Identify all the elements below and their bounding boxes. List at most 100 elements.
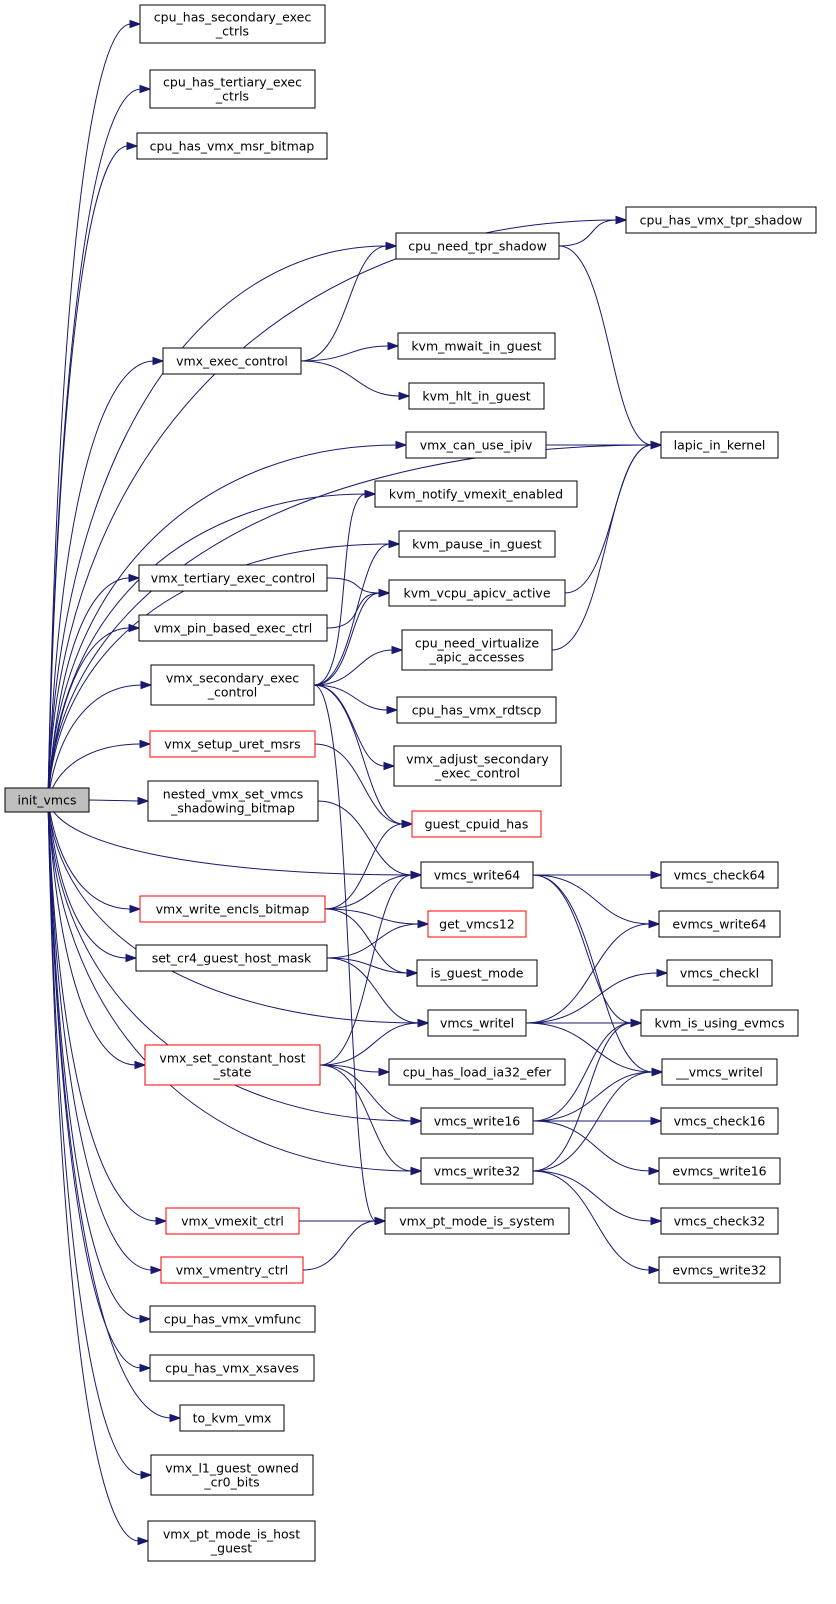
node-box[interactable]: [420, 1107, 534, 1135]
node-cpu-has-vmx-rdtscp[interactable]: cpu_has_vmx_rdtscp: [396, 696, 557, 724]
node-vmcs-writel[interactable]: vmcs_writel: [427, 1009, 527, 1037]
node-box[interactable]: [397, 332, 556, 360]
node-vmx-pt-mode-is-host-guest[interactable]: vmx_pt_mode_is_host_guest: [147, 1520, 316, 1562]
node-box[interactable]: [420, 861, 534, 889]
node-box[interactable]: [640, 1009, 799, 1037]
node-cpu-has-vmx-vmfunc[interactable]: cpu_has_vmx_vmfunc: [149, 1305, 316, 1333]
node-box[interactable]: [411, 810, 542, 838]
node-nested-vmx-set-vmcs-shadowing-bitmap[interactable]: nested_vmx_set_vmcs_shadowing_bitmap: [147, 780, 319, 822]
node-vmx-tertiary-exec-control[interactable]: vmx_tertiary_exec_control: [138, 564, 328, 592]
node-box[interactable]: [660, 431, 779, 459]
node-box[interactable]: [660, 1107, 779, 1135]
node-box[interactable]: [147, 1520, 316, 1562]
node-kvm-pause-in-guest[interactable]: kvm_pause_in_guest: [398, 530, 556, 558]
node-kvm-is-using-evmcs[interactable]: kvm_is_using_evmcs: [640, 1009, 799, 1037]
node-cpu-has-vmx-msr-bitmap[interactable]: cpu_has_vmx_msr_bitmap: [136, 132, 328, 160]
node-box[interactable]: [427, 1009, 527, 1037]
node-vmx-set-constant-host-state[interactable]: vmx_set_constant_host_state: [144, 1044, 321, 1086]
node-box[interactable]: [149, 730, 316, 758]
node-kvm-notify-vmexit-enabled[interactable]: kvm_notify_vmexit_enabled: [374, 480, 578, 508]
node-vmx-adjust-secondary-exec-control[interactable]: vmx_adjust_secondary_exec_control: [393, 745, 562, 787]
node-evmcs-write16[interactable]: evmcs_write16: [658, 1157, 781, 1185]
node-box[interactable]: [374, 480, 578, 508]
node-cpu-has-vmx-tpr-shadow[interactable]: cpu_has_vmx_tpr_shadow: [625, 206, 817, 234]
node-kvm-mwait-in-guest[interactable]: kvm_mwait_in_guest: [397, 332, 556, 360]
node-vmcs-write16[interactable]: vmcs_write16: [420, 1107, 534, 1135]
node-box[interactable]: [179, 1404, 285, 1432]
node-box[interactable]: [427, 910, 527, 938]
node-box[interactable]: [139, 895, 326, 923]
node-set-cr4-guest-host-mask[interactable]: set_cr4_guest_host_mask: [135, 944, 328, 972]
node-vmx-secondary-exec-control[interactable]: vmx_secondary_exec_control: [150, 664, 315, 706]
node-box[interactable]: [408, 382, 545, 410]
node-vmcs-check16[interactable]: vmcs_check16: [660, 1107, 779, 1135]
node-box[interactable]: [420, 1157, 534, 1185]
node-vmx-vmentry-ctrl[interactable]: vmx_vmentry_ctrl: [160, 1256, 304, 1284]
node-cpu-has-vmx-xsaves[interactable]: cpu_has_vmx_xsaves: [149, 1354, 315, 1382]
node-box[interactable]: [150, 664, 315, 706]
node-cpu-need-virtualize-apic-accesses[interactable]: cpu_need_virtualize_apic_accesses: [401, 629, 553, 671]
node-is-guest-mode[interactable]: is_guest_mode: [416, 959, 538, 987]
node-vmcs-write64[interactable]: vmcs_write64: [420, 861, 534, 889]
node-box[interactable]: [661, 1058, 778, 1086]
node-vmx-can-use-ipiv[interactable]: vmx_can_use_ipiv: [405, 431, 547, 459]
node-box[interactable]: [149, 1354, 315, 1382]
node-get-vmcs12[interactable]: get_vmcs12: [427, 910, 527, 938]
node-box[interactable]: [658, 1256, 781, 1284]
node-box[interactable]: [666, 959, 773, 987]
node-box[interactable]: [658, 910, 781, 938]
node-box[interactable]: [160, 1256, 304, 1284]
node-box[interactable]: [139, 4, 326, 44]
node-vmcs-checkl[interactable]: vmcs_checkl: [666, 959, 773, 987]
node-cpu-has-secondary-exec-ctrls[interactable]: cpu_has_secondary_exec_ctrls: [139, 4, 326, 44]
node-lapic-in-kernel[interactable]: lapic_in_kernel: [660, 431, 779, 459]
node-box[interactable]: [401, 629, 553, 671]
node-box[interactable]: [405, 431, 547, 459]
node-box[interactable]: [388, 579, 566, 607]
node-vmcs-check64[interactable]: vmcs_check64: [660, 861, 779, 889]
node-vmcs-write32[interactable]: vmcs_write32: [420, 1157, 534, 1185]
node-box[interactable]: [136, 132, 328, 160]
node-vmx-pt-mode-is-system[interactable]: vmx_pt_mode_is_system: [384, 1207, 570, 1235]
node-box[interactable]: [149, 1305, 316, 1333]
node-cpu-has-tertiary-exec-ctrls[interactable]: cpu_has_tertiary_exec_ctrls: [149, 69, 316, 109]
node-init-vmcs[interactable]: init_vmcs: [4, 787, 90, 813]
node-box[interactable]: [135, 944, 328, 972]
node-box[interactable]: [660, 1207, 779, 1235]
node-vmx-write-encls-bitmap[interactable]: vmx_write_encls_bitmap: [139, 895, 326, 923]
node-vmcs-check32[interactable]: vmcs_check32: [660, 1207, 779, 1235]
node-vmx-exec-control[interactable]: vmx_exec_control: [162, 347, 302, 375]
node-vmx-vmexit-ctrl[interactable]: vmx_vmexit_ctrl: [165, 1207, 300, 1235]
node-box[interactable]: [384, 1207, 570, 1235]
node-vmx-setup-uret-msrs[interactable]: vmx_setup_uret_msrs: [149, 730, 316, 758]
node-box[interactable]: [150, 1454, 314, 1496]
node-box[interactable]: [398, 530, 556, 558]
node-cpu-need-tpr-shadow[interactable]: cpu_need_tpr_shadow: [395, 232, 560, 260]
node-box[interactable]: [144, 1044, 321, 1086]
node-vmx-l1-guest-owned-cr0-bits[interactable]: vmx_l1_guest_owned_cr0_bits: [150, 1454, 314, 1496]
node-evmcs-write32[interactable]: evmcs_write32: [658, 1256, 781, 1284]
node-box[interactable]: [149, 69, 316, 109]
node-box[interactable]: [162, 347, 302, 375]
node-vmcs-writel[interactable]: __vmcs_writel: [661, 1058, 778, 1086]
node-box[interactable]: [393, 745, 562, 787]
node-to-kvm-vmx[interactable]: to_kvm_vmx: [179, 1404, 285, 1432]
node-box[interactable]: [138, 564, 328, 592]
node-box[interactable]: [138, 614, 328, 642]
node-box[interactable]: [147, 780, 319, 822]
node-box[interactable]: [165, 1207, 300, 1235]
node-box[interactable]: [388, 1058, 566, 1086]
node-box[interactable]: [396, 696, 557, 724]
node-box[interactable]: [4, 787, 90, 813]
node-box[interactable]: [658, 1157, 781, 1185]
node-cpu-has-load-ia32-efer[interactable]: cpu_has_load_ia32_efer: [388, 1058, 566, 1086]
node-box[interactable]: [660, 861, 779, 889]
node-box[interactable]: [625, 206, 817, 234]
node-box[interactable]: [416, 959, 538, 987]
node-evmcs-write64[interactable]: evmcs_write64: [658, 910, 781, 938]
node-kvm-hlt-in-guest[interactable]: kvm_hlt_in_guest: [408, 382, 545, 410]
node-box[interactable]: [395, 232, 560, 260]
node-guest-cpuid-has[interactable]: guest_cpuid_has: [411, 810, 542, 838]
node-kvm-vcpu-apicv-active[interactable]: kvm_vcpu_apicv_active: [388, 579, 566, 607]
node-vmx-pin-based-exec-ctrl[interactable]: vmx_pin_based_exec_ctrl: [138, 614, 328, 642]
